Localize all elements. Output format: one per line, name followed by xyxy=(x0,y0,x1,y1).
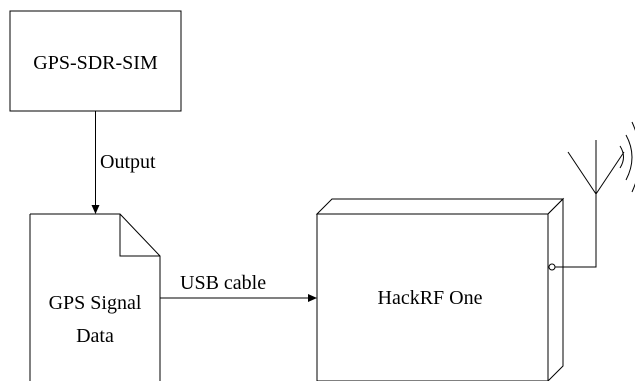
hackrf-one-node: HackRF One xyxy=(315,197,565,381)
wave-2 xyxy=(625,134,633,181)
document-fold-icon xyxy=(119,214,160,257)
gps-signal-data-label-line2: Data xyxy=(76,325,114,347)
output-arrow: Output xyxy=(91,111,156,214)
gps-signal-data-label-line1: GPS Signal xyxy=(49,292,142,314)
antenna-icon xyxy=(548,140,625,271)
usb-cable-arrow: USB cable xyxy=(160,272,317,302)
gps-sdr-sim-label: GPS-SDR-SIM xyxy=(33,52,158,74)
antenna-connector xyxy=(548,263,556,271)
radio-waves-icon xyxy=(619,121,635,193)
gps-signal-data-node: GPS Signal Data xyxy=(29,213,161,381)
antenna-right-arm xyxy=(595,151,625,195)
box-3d-icon xyxy=(316,213,549,381)
box-3d-top-face xyxy=(315,198,565,215)
output-arrow-head xyxy=(91,205,100,214)
gps-sdr-sim-box xyxy=(9,10,182,112)
hackrf-one-label: HackRF One xyxy=(378,287,483,309)
usb-arrow-head xyxy=(308,294,317,302)
box-3d-side-face xyxy=(547,197,564,381)
antenna-left-arm xyxy=(567,151,597,195)
document-icon xyxy=(29,213,161,381)
usb-cable-label: USB cable xyxy=(180,272,266,294)
gps-sdr-sim-node: GPS-SDR-SIM xyxy=(9,10,182,112)
wave-1 xyxy=(619,145,624,169)
antenna-cable xyxy=(555,194,597,268)
output-label: Output xyxy=(100,151,156,173)
